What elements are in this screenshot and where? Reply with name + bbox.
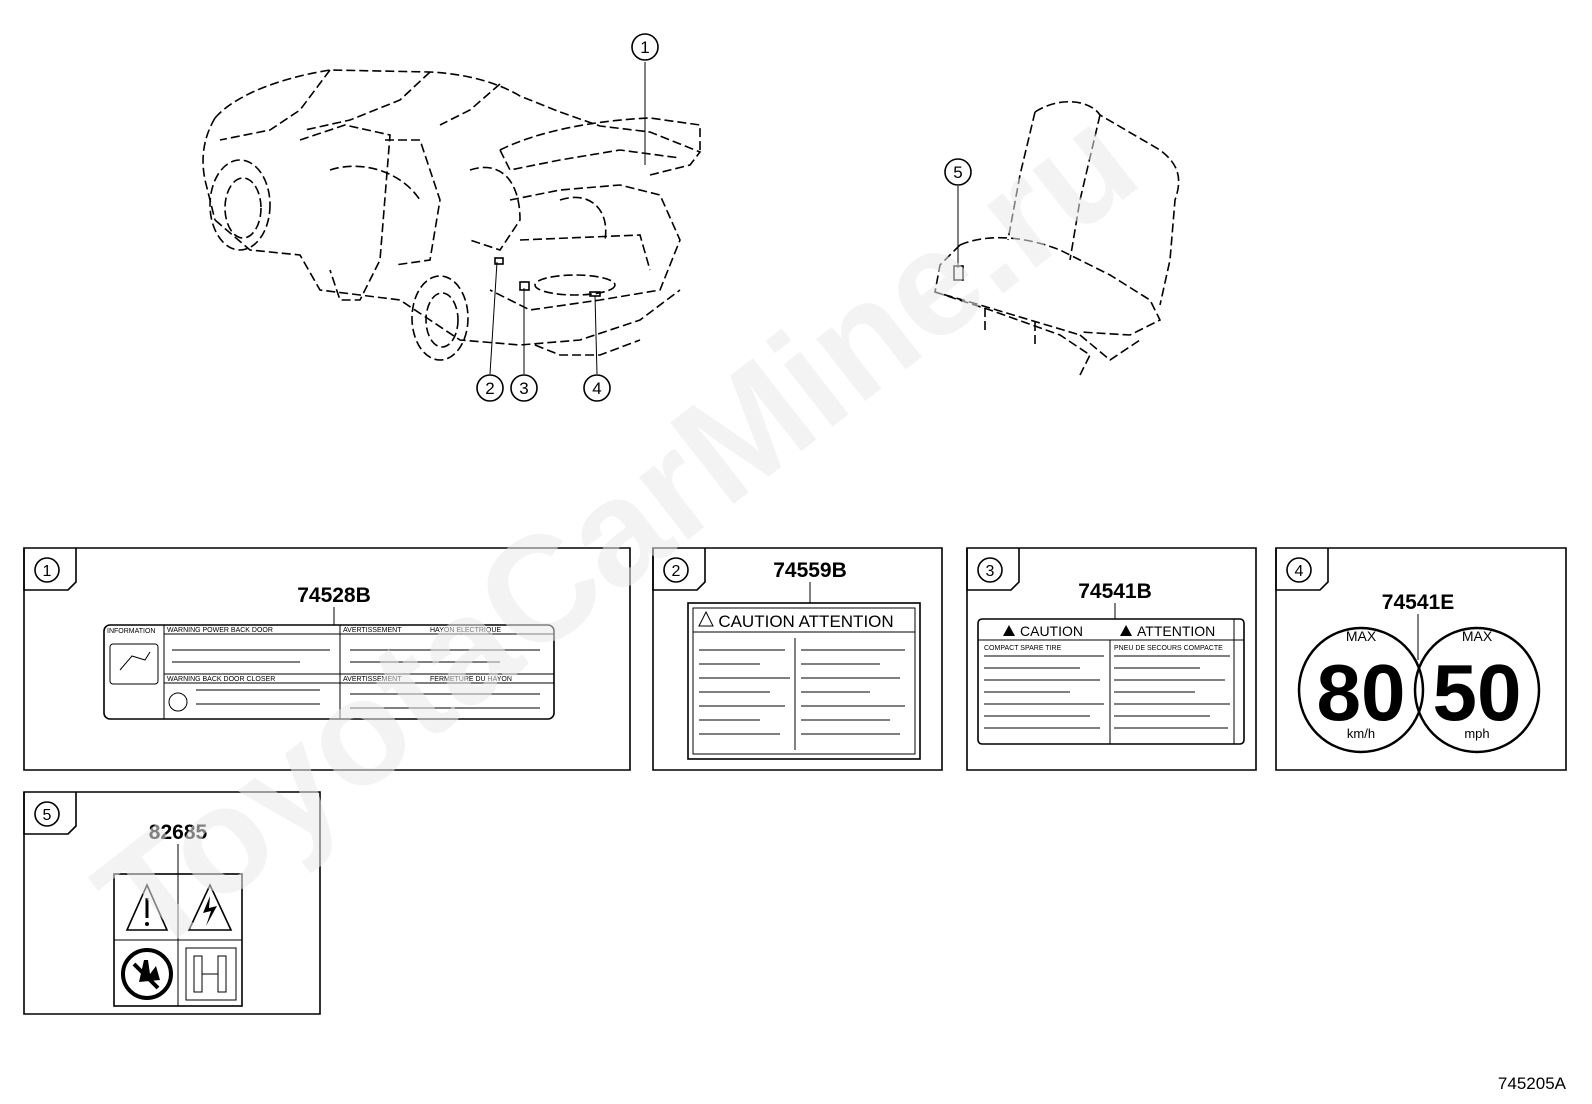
svg-text:2: 2: [485, 379, 494, 398]
svg-text:4: 4: [1295, 563, 1304, 580]
panel-4: 4 74541E MAX 80 km/h MAX 50 mph: [1275, 547, 1567, 771]
svg-text:ATTENTION: ATTENTION: [1137, 623, 1215, 639]
svg-text:mph: mph: [1464, 726, 1489, 741]
speed-mph: 50: [1433, 648, 1522, 737]
diagram-code: 745205A: [1498, 1074, 1567, 1093]
speed-kmh: 80: [1317, 648, 1406, 737]
svg-text:km/h: km/h: [1347, 726, 1375, 741]
part-number-74541B: 74541B: [1078, 580, 1152, 603]
panel-5: 5 82685: [23, 791, 321, 1015]
panel-2: 2 74559B CAUTION ATTENTION: [652, 547, 943, 771]
svg-text:COMPACT SPARE TIRE: COMPACT SPARE TIRE: [984, 645, 1062, 652]
svg-text:MAX: MAX: [1462, 628, 1493, 644]
callout-1: 1: [631, 33, 659, 61]
part-number-74541E: 74541E: [1382, 591, 1454, 614]
svg-text:INFORMATION: INFORMATION: [107, 628, 155, 635]
panel-3: 3 74541B CAUTION ATTENTION COMPACT SPARE…: [966, 547, 1257, 771]
callout-2: 2: [476, 374, 504, 402]
svg-text:1: 1: [43, 563, 52, 580]
battery-module-icon: [185, 947, 237, 1001]
vehicle-leaders: [489, 62, 646, 375]
svg-text:HAYON ELECTRIQUE: HAYON ELECTRIQUE: [430, 627, 501, 634]
svg-text:CAUTION: CAUTION: [1020, 623, 1083, 639]
svg-text:3: 3: [519, 379, 528, 398]
vehicle-illustration: [202, 69, 702, 361]
svg-text:1: 1: [640, 38, 649, 57]
part-number-74528B: 74528B: [297, 584, 371, 607]
electric-shock-icon: [187, 883, 233, 931]
svg-text:2: 2: [672, 563, 681, 580]
caution-heading: CAUTION ATTENTION: [718, 612, 893, 631]
seat-illustration: [934, 100, 1180, 376]
warning-triangle-icon: [125, 883, 169, 931]
svg-text:4: 4: [592, 379, 601, 398]
svg-text:AVERTISSEMENT: AVERTISSEMENT: [343, 676, 402, 683]
no-touch-icon: [121, 948, 173, 1000]
svg-text:WARNING BACK DOOR CLOSER: WARNING BACK DOOR CLOSER: [167, 676, 275, 683]
svg-text:PNEU DE SECOURS COMPACTE: PNEU DE SECOURS COMPACTE: [1114, 645, 1223, 652]
svg-text:5: 5: [953, 163, 962, 182]
callout-4: 4: [583, 374, 611, 402]
svg-text:FERMETURE DU HAYON: FERMETURE DU HAYON: [430, 676, 512, 683]
svg-text:3: 3: [986, 563, 995, 580]
part-number-82685: 82685: [149, 821, 208, 844]
part-number-74559B: 74559B: [773, 559, 847, 582]
callout-3: 3: [510, 374, 538, 402]
callout-5: 5: [944, 158, 972, 186]
svg-text:MAX: MAX: [1346, 628, 1377, 644]
svg-text:WARNING POWER BACK DOOR: WARNING POWER BACK DOOR: [167, 627, 273, 634]
svg-text:5: 5: [43, 807, 52, 824]
svg-text:AVERTISSEMENT: AVERTISSEMENT: [343, 627, 402, 634]
panel-1: 1 74528B INFORMATION WARNING POWER BACK …: [23, 547, 631, 771]
